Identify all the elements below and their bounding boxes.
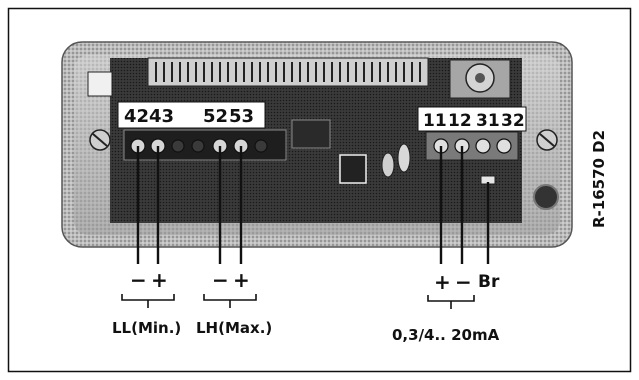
reference-code: R-16570 D2 bbox=[590, 130, 608, 228]
right-label-plate bbox=[417, 106, 527, 132]
terminal-label-31: 31 bbox=[476, 111, 500, 131]
ic-pins bbox=[155, 62, 421, 82]
out-bracket bbox=[427, 295, 475, 309]
corner-block bbox=[87, 71, 113, 97]
out-plus-sign: + bbox=[434, 270, 451, 294]
terminal-label-11: 11 bbox=[423, 111, 447, 131]
housing-hole bbox=[533, 184, 559, 210]
ll-plus-sign: + bbox=[151, 268, 168, 292]
ic-row bbox=[147, 57, 429, 87]
lh-bracket bbox=[203, 294, 257, 308]
terminal-screw bbox=[191, 139, 205, 153]
terminal-screw bbox=[496, 138, 512, 154]
mount-screw-left-slot bbox=[92, 133, 108, 147]
resistor-2 bbox=[397, 143, 411, 173]
ll-caption: LL(Min.) bbox=[112, 319, 181, 337]
mount-screw-right-slot bbox=[539, 133, 555, 147]
terminal-label-32: 32 bbox=[501, 111, 525, 131]
left-label-plate bbox=[117, 101, 266, 129]
wires bbox=[136, 146, 490, 264]
terminal-label-43: 43 bbox=[149, 106, 174, 127]
lh-minus-sign: − bbox=[212, 268, 229, 292]
terminal-screw bbox=[254, 139, 268, 153]
out-minus-sign: − bbox=[455, 270, 472, 294]
terminal-label-53: 53 bbox=[229, 106, 254, 127]
chip-left bbox=[291, 119, 331, 149]
lh-caption: LH(Max.) bbox=[196, 319, 272, 337]
chip-center bbox=[339, 154, 367, 184]
ll-bracket bbox=[121, 294, 175, 308]
ll-minus-sign: − bbox=[130, 268, 147, 292]
terminal-screw bbox=[475, 138, 491, 154]
brackets bbox=[121, 294, 475, 309]
terminal-label-52: 52 bbox=[203, 106, 228, 127]
out-caption: 0,3/4.. 20mA bbox=[392, 326, 500, 344]
potentiometer-center bbox=[475, 73, 485, 83]
resistor-1 bbox=[381, 152, 395, 178]
lh-plus-sign: + bbox=[233, 268, 250, 292]
br-label: Br bbox=[478, 272, 500, 292]
device-photo bbox=[61, 41, 573, 248]
terminal-label-42: 42 bbox=[124, 106, 149, 127]
terminal-screw bbox=[171, 139, 185, 153]
terminal-label-12: 12 bbox=[448, 111, 472, 131]
